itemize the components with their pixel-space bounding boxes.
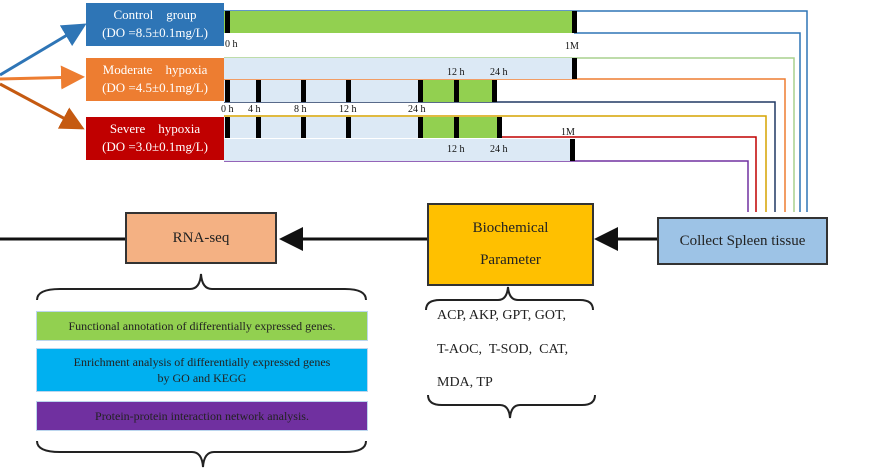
severe-sampling-tick [346, 117, 351, 138]
severe-sampling-tick [301, 117, 306, 138]
shared-label-12h: 12 h [339, 104, 357, 115]
connector-severe-sub [224, 115, 767, 212]
control-group-do: (DO =8.5±0.1mg/L) [102, 25, 208, 40]
severe-sampling-tick [454, 117, 459, 138]
control-label-0h: 0 h [225, 39, 238, 50]
severe-group-box: Severe hypoxia (DO =3.0±0.1mg/L) [86, 117, 224, 160]
brace-params-bottom [427, 394, 596, 419]
moderate-label-12h: 12 h [447, 67, 465, 78]
param-line-1: ACP, AKP, GPT, GOT, [437, 308, 567, 323]
biochemical-label-line2: Parameter [480, 251, 541, 268]
control-label-1m: 1M [565, 41, 579, 52]
severe-label-24h: 24 h [490, 144, 508, 155]
severe-sampling-tick [497, 117, 502, 138]
biochemical-label-line1: Biochemical [472, 220, 549, 237]
moderate-sampling-tick [492, 80, 497, 102]
moderate-sampling-tick [346, 80, 351, 102]
severe-sampling-bar [224, 117, 419, 138]
biochemical-parameter-node: Biochemical Parameter [427, 203, 594, 286]
rnaseq-node: RNA-seq [125, 212, 277, 264]
moderate-sampling-tick [454, 80, 459, 102]
severe-sampling-tick [418, 117, 423, 138]
analysis-functional-annotation: Functional annotation of differentially … [36, 311, 368, 341]
arrow-to-severe [0, 82, 85, 130]
moderate-sampling-tick [418, 80, 423, 102]
collect-spleen-label: Collect Spleen tissue [679, 232, 806, 249]
moderate-sampling-bar [224, 80, 419, 102]
collect-spleen-node: Collect Spleen tissue [657, 217, 828, 265]
control-tick-start [225, 11, 230, 33]
analysis-functional-label: Functional annotation of differentially … [68, 319, 336, 333]
severe-sampling-tick [256, 117, 261, 138]
control-group-box: Control group (DO =8.5±0.1mg/L) [86, 3, 224, 46]
moderate-group-do: (DO =4.5±0.1mg/L) [102, 80, 208, 95]
brace-rnaseq-bottom [36, 440, 367, 468]
control-group-title: Control group [113, 7, 197, 22]
severe-tick-1m [570, 139, 575, 161]
moderate-sampling-tick [256, 80, 261, 102]
moderate-main-bar [224, 58, 574, 79]
param-line-3: MDA, TP [437, 375, 493, 390]
analysis-enrichment: Enrichment analysis of differentially ex… [36, 348, 368, 392]
shared-label-8h: 8 h [294, 104, 307, 115]
control-tick-end [572, 11, 577, 33]
brace-rnaseq-top [36, 273, 367, 301]
rnaseq-label: RNA-seq [172, 229, 230, 246]
moderate-tick-1m [572, 58, 577, 79]
moderate-group-title: Moderate hypoxia [102, 62, 208, 77]
connector-control-bottom [574, 32, 801, 212]
param-line-2: T-AOC, T-SOD, CAT, [437, 342, 569, 357]
shared-label-4h: 4 h [248, 104, 261, 115]
shared-label-0h: 0 h [221, 104, 234, 115]
arrow-to-control [0, 23, 87, 77]
control-exposure-bar [224, 11, 574, 33]
moderate-label-24h: 24 h [490, 67, 508, 78]
severe-group-title: Severe hypoxia [109, 121, 201, 136]
analysis-ppi-label: Protein-protein interaction network anal… [95, 409, 309, 423]
brace-params-top [425, 286, 594, 311]
moderate-group-box: Moderate hypoxia (DO =4.5±0.1mg/L) [86, 58, 224, 101]
severe-sampling-tick [225, 117, 230, 138]
moderate-sampling-tick [301, 80, 306, 102]
moderate-sampling-tick [225, 80, 230, 102]
analysis-ppi-network: Protein-protein interaction network anal… [36, 401, 368, 431]
severe-main-bar [224, 139, 572, 161]
shared-label-24h: 24 h [408, 104, 426, 115]
arrow-to-moderate [0, 65, 85, 90]
severe-label-12h: 12 h [447, 144, 465, 155]
severe-group-do: (DO =3.0±0.1mg/L) [102, 139, 208, 154]
analysis-enrichment-label: Enrichment analysis of differentially ex… [73, 355, 331, 385]
severe-label-1m: 1M [561, 127, 575, 138]
connector-control-top [224, 10, 808, 212]
